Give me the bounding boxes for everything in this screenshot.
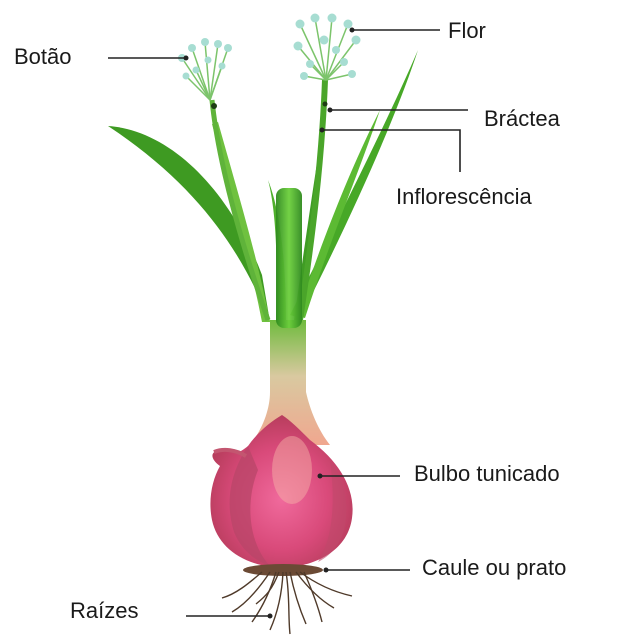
- leader-inflorescencia: [322, 130, 460, 172]
- label-bulbo: Bulbo tunicado: [414, 463, 560, 485]
- label-botao: Botão: [14, 46, 72, 68]
- label-flor: Flor: [448, 20, 486, 42]
- bulb: [210, 415, 352, 568]
- leaves: [108, 50, 418, 322]
- neck-sheath: [276, 188, 302, 328]
- label-caule: Caule ou prato: [422, 557, 566, 579]
- bud-cluster: [178, 38, 232, 100]
- roots: [222, 572, 352, 634]
- flower-cluster: [294, 14, 361, 81]
- label-raizes: Raízes: [70, 600, 138, 622]
- label-inflorescencia: Inflorescência: [396, 186, 532, 208]
- label-bractea: Bráctea: [484, 108, 560, 130]
